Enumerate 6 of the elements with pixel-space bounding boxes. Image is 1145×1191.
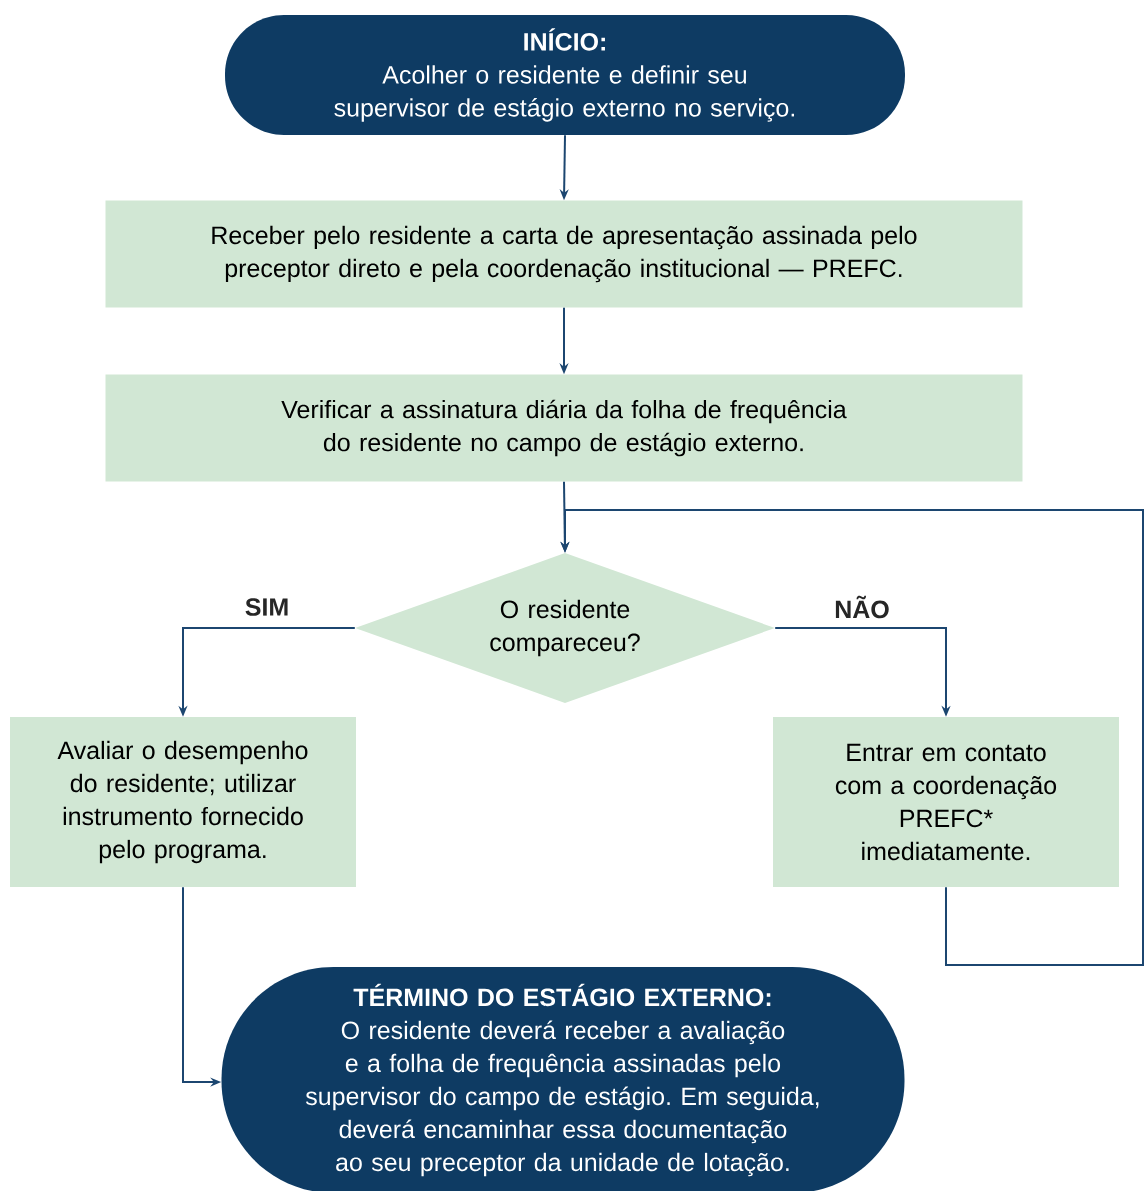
process-box: Entrar em contato com a coordenação PREFC* imediatamente. <box>773 717 1119 887</box>
process-box: Verificar a assinatura diária da folha de frequência do residente no campo de estágio externo. <box>105 374 1023 482</box>
edge-label: NÃO <box>835 595 889 619</box>
edge-label: SIM <box>245 598 288 616</box>
process-box: Avaliar o desempenho do residente; utilizar instrumento fornecido pelo programa. <box>10 717 356 887</box>
process-box: Receber pelo residente a carta de apresentação assinada pelo preceptor direto e pela coordenação institucional — PREFC. <box>105 200 1023 308</box>
